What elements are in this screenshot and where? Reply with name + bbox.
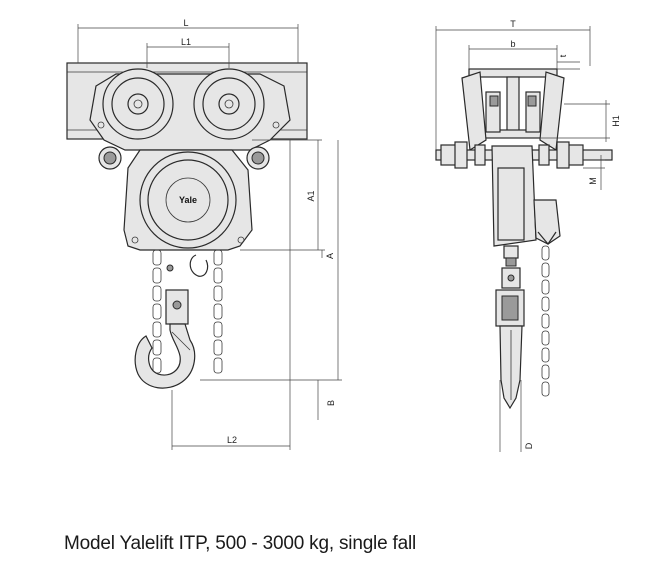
left-guide-nut — [98, 146, 122, 170]
dim-label-b: b — [510, 39, 515, 49]
dim-label-L1: L1 — [181, 37, 191, 47]
side-hand-chain — [541, 245, 550, 397]
side-view — [435, 68, 613, 410]
front-dimensions: L L1 A1 A B L2 — [77, 18, 342, 450]
beam-web — [506, 76, 520, 138]
side-dimensions: T b t H1 M D — [435, 19, 621, 452]
beam-top-flange — [468, 68, 558, 78]
front-hand-chain — [213, 249, 223, 374]
front-view: Yale — [66, 62, 308, 389]
dim-label-L: L — [183, 18, 188, 28]
hoist-body — [123, 149, 253, 251]
dim-label-A1: A1 — [306, 190, 316, 201]
dim-label-B: B — [326, 400, 336, 406]
left-wheel — [102, 68, 174, 140]
dim-label-t: t — [558, 54, 568, 57]
side-left-plate — [461, 71, 487, 152]
dim-label-T: T — [510, 19, 516, 29]
figure-caption: Model Yalelift ITP, 500 - 3000 kg, singl… — [64, 533, 417, 554]
side-right-plate — [539, 71, 565, 152]
dim-label-H1: H1 — [611, 115, 621, 127]
yale-logo: Yale — [179, 195, 197, 205]
front-hook — [134, 323, 196, 389]
dim-label-M: M — [588, 177, 598, 185]
right-guide-nut — [246, 146, 270, 170]
dim-label-A: A — [325, 253, 335, 259]
front-load-chain — [152, 249, 162, 374]
dim-label-D: D — [524, 442, 534, 449]
dim-label-L2: L2 — [227, 435, 237, 445]
right-wheel — [193, 68, 265, 140]
